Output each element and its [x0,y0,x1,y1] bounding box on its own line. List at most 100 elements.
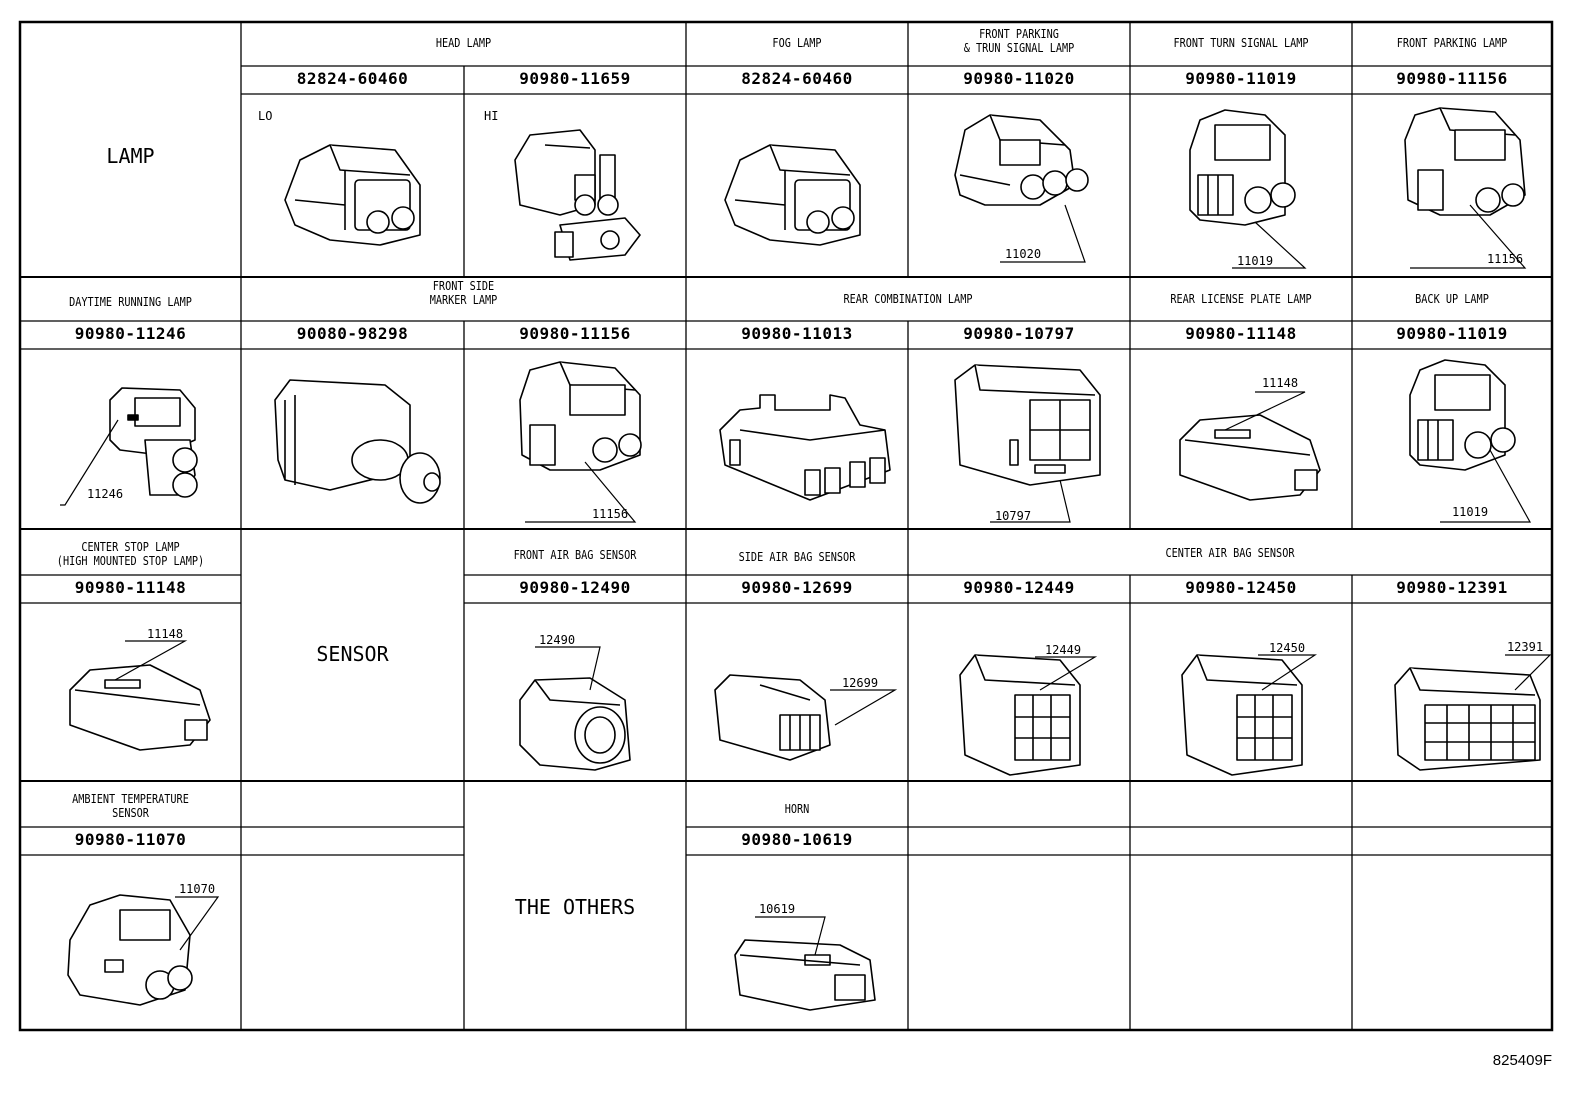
leader-12490 [535,646,601,691]
leader-11070 [175,896,220,951]
part-number: 90980-11013 [741,324,853,343]
connector-drawing-front-side-marker-11156 [519,361,642,471]
header-front-turn-signal-lamp: FRONT TURN SIGNAL LAMP [1173,36,1309,50]
callout-label: 12391 [1506,640,1544,654]
figure-id: 825409F [1492,1052,1552,1069]
connector-drawing-side-air-bag-sensor [714,674,831,761]
sublabel-lo: LO [258,109,273,123]
connector-drawing-front-parking-turn [954,114,1089,206]
callout-label: 10797 [994,509,1032,523]
header-front-parking-trun-signal: FRONT PARKING & TRUN SIGNAL LAMP [925,27,1114,56]
part-number: 90980-12449 [963,578,1075,597]
callout-label: 12699 [841,676,879,690]
callout-label: 11070 [178,882,216,896]
header-line: FRONT SIDE [432,279,495,293]
callout-label: 11019 [1451,505,1489,519]
connector-drawing-rear-combination-11013 [719,394,891,501]
connector-drawing-rear-combination-10797 [954,364,1101,486]
part-number: 90980-11148 [74,578,187,597]
part-number: 82824-60460 [296,69,409,88]
header-line: CENTER STOP LAMP [81,540,180,554]
callout-label: 12450 [1268,641,1306,655]
part-number: 90980-11020 [963,69,1075,88]
leader-10797 [990,479,1071,523]
connector-drawing-ambient-temperature-sensor [67,894,193,1006]
header-fog-lamp: FOG LAMP [772,36,822,50]
leader-11020 [1000,204,1086,263]
part-number: 90980-11148 [1185,324,1297,343]
callout-label: 11156 [1486,252,1524,266]
leader-12450 [1258,654,1317,691]
header-line: (HIGH MOUNTED STOP LAMP) [56,553,205,568]
header-horn: HORN [784,802,810,816]
part-number: 90980-11156 [519,324,631,343]
connector-drawing-center-stop-lamp [69,664,211,751]
part-number: 90980-12490 [519,578,631,597]
part-number: 90980-12699 [741,578,853,597]
header-line: AMBIENT TEMPERATURE [72,792,189,806]
part-number: 82824-60460 [741,69,853,88]
leader-11156-r2 [525,461,637,523]
connector-drawing-rear-license-plate [1179,414,1321,501]
part-number: 90980-11019 [1185,69,1297,88]
connector-drawing-back-up-lamp [1409,359,1516,471]
connector-drawing-head-lamp-hi [514,129,641,261]
callout-label: 12449 [1044,643,1082,657]
callout-label: 11246 [86,487,124,501]
header-line: SENSOR [112,805,149,820]
part-number: 90980-10797 [963,324,1075,343]
connector-drawing-center-air-bag-12450 [1181,654,1303,776]
header-ambient-temperature-sensor: AMBIENT TEMPERATURE SENSOR [37,792,225,821]
connector-drawing-front-parking-lamp [1404,107,1526,216]
connector-drawing-center-air-bag-12391 [1394,667,1541,771]
header-daytime-running-lamp: DAYTIME RUNNING LAMP [69,295,192,309]
leader-10619 [755,916,826,956]
part-number: 90980-12450 [1185,578,1297,597]
callout-label: 10619 [758,902,796,916]
leader-12391 [1505,654,1552,691]
category-sensor: SENSOR [316,642,389,666]
part-number: 90980-11156 [1396,69,1508,88]
part-number: 90980-11659 [519,69,631,88]
leader-11148-r2 [1224,391,1306,431]
header-center-air-bag-sensor: CENTER AIR BAG SENSOR [1165,546,1295,560]
part-number: 90980-11019 [1396,324,1508,343]
header-head-lamp: HEAD LAMP [435,36,492,50]
callout-label: 11148 [146,627,184,641]
callout-label: 11148 [1261,376,1299,390]
header-line: & TRUN SIGNAL LAMP [963,40,1075,55]
part-number: 90080-98298 [296,324,409,343]
part-number: 90980-12391 [1396,578,1508,597]
connector-drawing-fog-lamp [724,144,861,246]
header-rear-license-plate-lamp: REAR LICENSE PLATE LAMP [1170,292,1312,306]
leader-11148-r3 [114,640,188,681]
callout-label: 12490 [538,633,576,647]
leader-11019-r1 [1232,221,1307,269]
leader-11246 [60,419,119,506]
leader-11019-r2 [1440,449,1532,523]
connector-drawing-daytime-running-lamp [109,387,198,498]
leader-12699 [830,689,898,726]
callout-label: 11020 [1004,247,1042,261]
connector-drawing-front-side-marker-98298 [274,379,441,504]
connector-drawing-head-lamp-lo [284,144,421,246]
callout-label: 11019 [1236,254,1274,268]
header-rear-combination-lamp: REAR COMBINATION LAMP [843,292,973,306]
connector-drawing-front-turn-signal [1189,109,1296,226]
category-the-others: THE OTHERS [514,895,636,919]
header-line: MARKER LAMP [429,292,498,307]
header-back-up-lamp: BACK UP LAMP [1415,292,1489,306]
connector-drawing-center-air-bag-12449 [959,654,1081,776]
sublabel-hi: HI [484,109,499,123]
header-side-air-bag-sensor: SIDE AIR BAG SENSOR [738,550,856,564]
leader-12449 [1035,656,1098,691]
connector-drawing-horn [734,939,876,1011]
header-line: FRONT PARKING [979,27,1059,41]
part-number: 90980-11070 [74,830,187,849]
part-number: 90980-11246 [74,324,187,343]
header-front-air-bag-sensor: FRONT AIR BAG SENSOR [513,548,637,562]
header-front-parking-lamp: FRONT PARKING LAMP [1396,36,1508,50]
callout-label: 11156 [591,507,629,521]
header-center-stop-lamp: CENTER STOP LAMP (HIGH MOUNTED STOP LAMP… [37,540,225,569]
